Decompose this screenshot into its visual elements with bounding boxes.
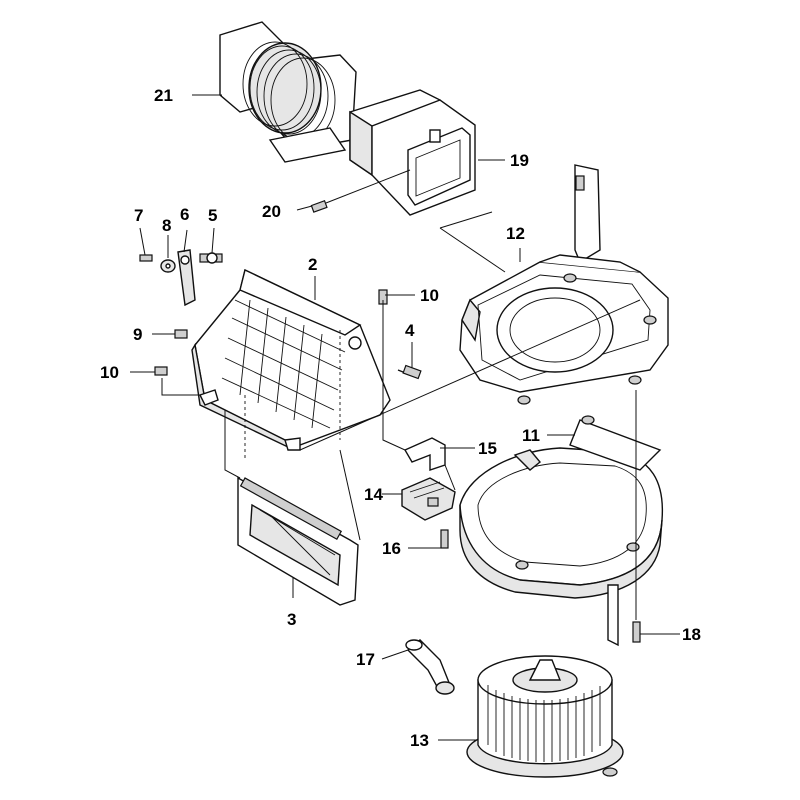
part-15-bracket xyxy=(404,437,446,471)
part-11-lower-blower-case xyxy=(459,415,664,647)
part-21-bellows-duct xyxy=(219,21,357,163)
alignment-lines xyxy=(161,211,641,620)
callout-12: 12 xyxy=(506,224,525,243)
callout-9: 9 xyxy=(133,325,142,344)
callout-14: 14 xyxy=(364,485,383,504)
callout-6: 6 xyxy=(180,205,189,224)
part-6-link-lever xyxy=(177,249,196,307)
callout-10a: 10 xyxy=(420,286,439,305)
callout-2: 2 xyxy=(308,255,317,274)
part-13-blower-motor-fan xyxy=(466,655,624,778)
part-7-screw xyxy=(139,254,153,262)
callout-10b: 10 xyxy=(100,363,119,382)
part-10-screw-b xyxy=(154,366,168,376)
part-17-drain-hose xyxy=(405,639,455,695)
callout-16: 16 xyxy=(382,539,401,558)
part-3-cabin-filter xyxy=(237,476,359,606)
part-16-screw xyxy=(440,529,449,549)
part-5-pin xyxy=(199,252,223,264)
callout-leaders xyxy=(130,94,680,741)
callout-21: 21 xyxy=(154,86,173,105)
part-4-screw xyxy=(397,364,422,380)
callout-20: 20 xyxy=(262,202,281,221)
callout-4: 4 xyxy=(405,321,415,340)
callout-labels: 21 19 20 12 7 8 6 5 2 10 4 9 10 11 15 14… xyxy=(100,86,701,750)
callout-13: 13 xyxy=(410,731,429,750)
callout-8: 8 xyxy=(162,216,171,235)
part-14-resistor xyxy=(401,477,456,521)
callout-17: 17 xyxy=(356,650,375,669)
callout-7: 7 xyxy=(134,206,143,225)
callout-3: 3 xyxy=(287,610,296,629)
part-9-clip xyxy=(174,329,188,339)
callout-18: 18 xyxy=(682,625,701,644)
callout-11: 11 xyxy=(522,426,540,445)
part-19-intake-duct xyxy=(349,89,476,216)
callout-19: 19 xyxy=(510,151,529,170)
part-8-washer xyxy=(160,259,176,273)
part-12-upper-blower-case xyxy=(459,164,669,405)
callout-15: 15 xyxy=(478,439,497,458)
part-18-screw xyxy=(632,621,641,643)
part-20-screw xyxy=(310,169,411,213)
callout-5: 5 xyxy=(208,206,217,225)
